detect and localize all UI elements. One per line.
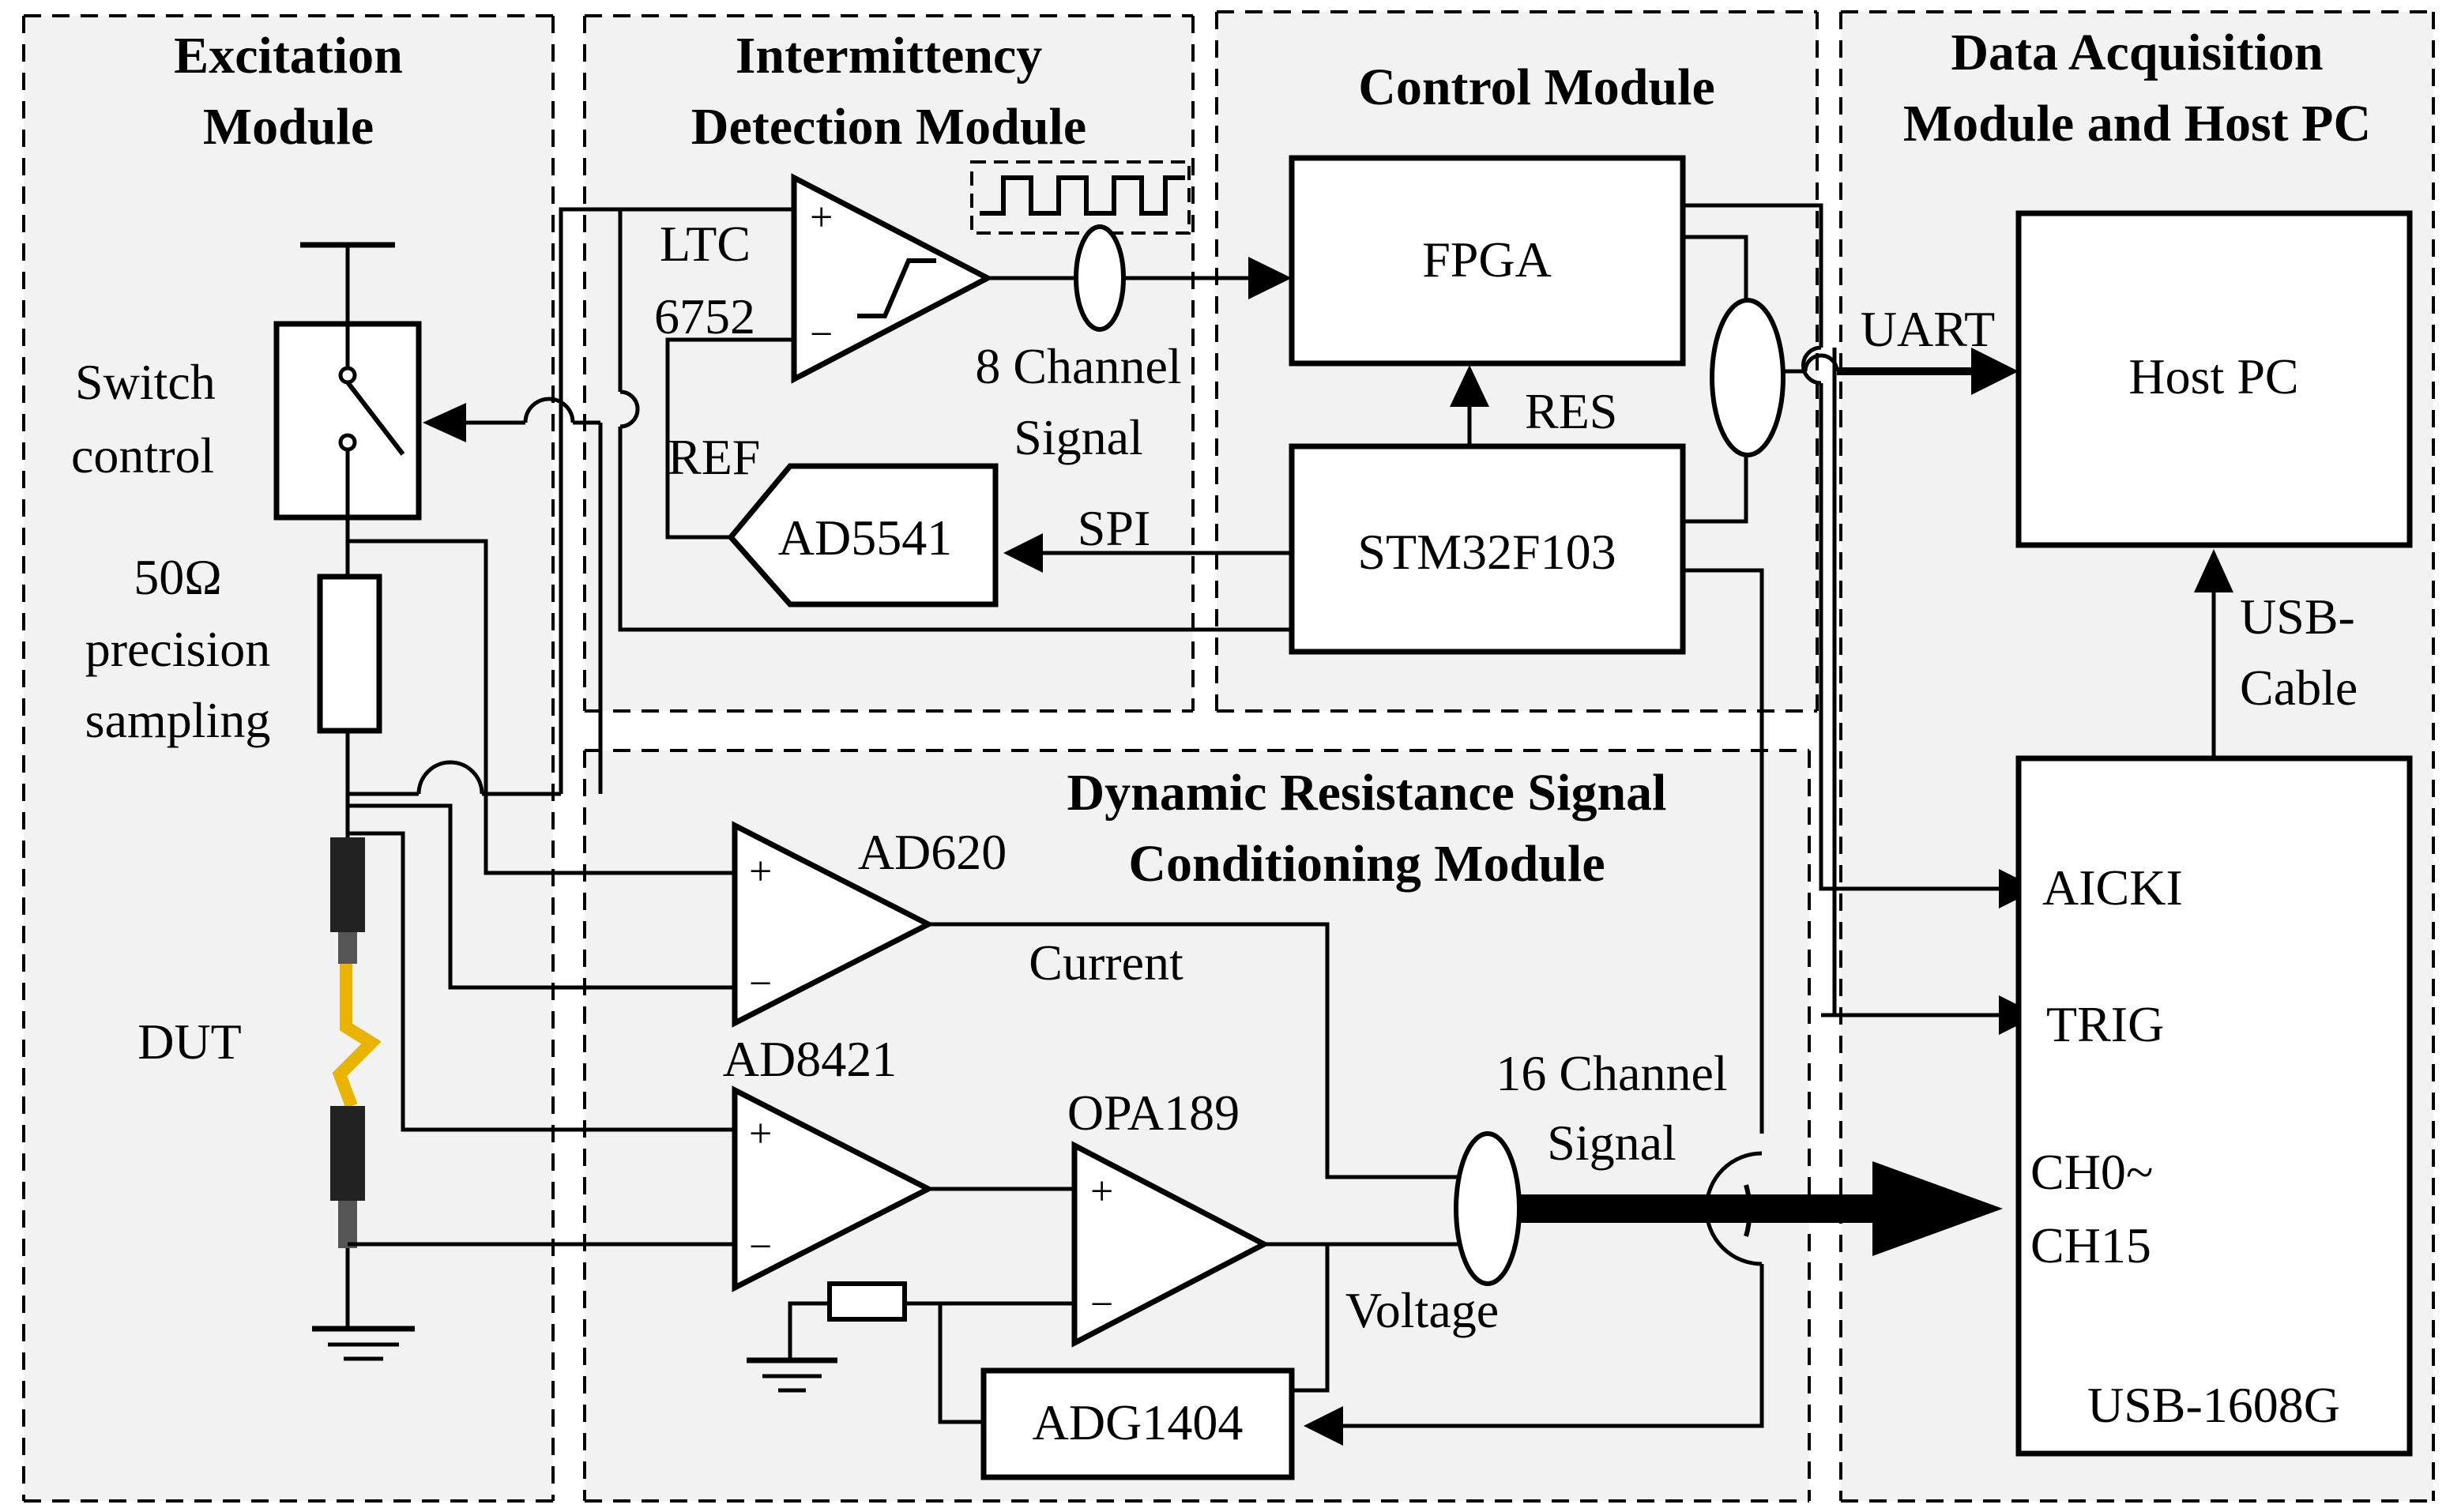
ad5541-dac bbox=[727, 463, 999, 607]
arrow-res bbox=[1450, 365, 1489, 407]
daq-module-title-2: Module and Host PC bbox=[1903, 95, 2371, 152]
intermittency-module-title-1: Intermittency bbox=[736, 27, 1043, 85]
resistor-label-2: precision bbox=[85, 621, 271, 677]
ad8421-plus: + bbox=[749, 1111, 772, 1157]
stm32-label: STM32F103 bbox=[1357, 524, 1616, 580]
intermittency-circuit: + − LTC 6752 REF AD5541 8 Channel Signal… bbox=[654, 160, 1292, 607]
arrow-spi bbox=[1003, 533, 1043, 573]
excitation-module-panel bbox=[24, 16, 553, 1501]
host-pc-label: Host PC bbox=[2128, 348, 2298, 404]
dut-label: DUT bbox=[137, 1014, 242, 1070]
daq-module-title-1: Data Acquisition bbox=[1951, 24, 2323, 81]
usb-1608g-block bbox=[2015, 755, 2413, 1457]
pulse-waveform-box bbox=[970, 160, 1191, 235]
fpga-label: FPGA bbox=[1422, 231, 1552, 288]
arrow-16-channel-bus bbox=[1872, 1161, 2003, 1256]
conditioning-circuit: + − AD620 Current + − AD8421 + − OPA189 … bbox=[723, 821, 2003, 1480]
ltc-label-2: 6752 bbox=[654, 288, 755, 344]
opa189-amplifier bbox=[1071, 1141, 1270, 1348]
arrow-to-switch bbox=[423, 403, 466, 442]
voltage-label: Voltage bbox=[1345, 1282, 1499, 1338]
ad620-plus: + bbox=[749, 849, 772, 894]
module-headings: Excitation Module Intermittency Detectio… bbox=[174, 24, 2371, 893]
switch-contact-top bbox=[338, 366, 357, 385]
bus-16-channel-marker bbox=[1454, 1131, 1522, 1286]
excitation-module-title-1: Excitation bbox=[174, 27, 403, 85]
fpga-block bbox=[1289, 155, 1686, 367]
resistor-label-1: 50Ω bbox=[134, 549, 222, 605]
ltc6752-comparator bbox=[791, 173, 994, 384]
opa189-plus: + bbox=[1090, 1169, 1113, 1214]
adg1404-block bbox=[980, 1367, 1295, 1480]
sampling-resistor bbox=[317, 574, 382, 734]
dut-connector-image bbox=[330, 837, 382, 1248]
eight-channel-label-1: 8 Channel bbox=[975, 338, 1181, 394]
control-module-title: Control Module bbox=[1358, 58, 1715, 116]
ad8421-amplifier bbox=[732, 1085, 935, 1292]
switch-control-label-1: Switch bbox=[75, 354, 216, 410]
arrow-uart bbox=[1971, 348, 2019, 395]
usb-cable-label-1: USB- bbox=[2240, 589, 2355, 645]
uart-label: UART bbox=[1861, 301, 1995, 357]
conditioning-module-title-1: Dynamic Resistance Signal bbox=[1067, 764, 1667, 822]
arrow-to-adg1404 bbox=[1304, 1406, 1343, 1446]
control-circuit: FPGA STM32F103 RES bbox=[423, 155, 2038, 1446]
switch-contact-bottom bbox=[338, 433, 357, 452]
switch-control-label-2: control bbox=[71, 427, 214, 483]
sixteen-channel-label-1: 16 Channel bbox=[1496, 1045, 1727, 1101]
ad620-minus: − bbox=[749, 961, 772, 1006]
res-label: RES bbox=[1525, 383, 1617, 439]
ad620-amplifier bbox=[732, 821, 935, 1028]
excitation-module-title-2: Module bbox=[203, 98, 374, 156]
bus-8-channel-marker bbox=[1074, 224, 1126, 332]
resistor-label-3: sampling bbox=[85, 692, 271, 748]
intermittency-module-title-2: Detection Module bbox=[691, 98, 1086, 156]
opa189-minus: − bbox=[1090, 1282, 1113, 1327]
arrow-to-fpga bbox=[1248, 257, 1292, 299]
gain-resistor bbox=[827, 1281, 907, 1322]
ad8421-label: AD8421 bbox=[723, 1031, 897, 1087]
usb1608-label: USB-1608G bbox=[2087, 1377, 2340, 1433]
ch-label-2: CH15 bbox=[2030, 1217, 2151, 1273]
ltc-minus: − bbox=[810, 312, 833, 357]
adg1404-label: ADG1404 bbox=[1033, 1394, 1244, 1450]
ltc-label-1: LTC bbox=[660, 216, 751, 272]
daq-circuit: Host PC USB- Cable AICKI TRIG CH0~ CH15 … bbox=[2015, 210, 2413, 1457]
ad8421-minus: − bbox=[749, 1224, 772, 1269]
arrow-usb-cable bbox=[2194, 549, 2233, 592]
aicki-label: AICKI bbox=[2042, 859, 2183, 916]
host-pc-block bbox=[2015, 210, 2413, 548]
uart-bus-marker bbox=[1710, 298, 1786, 457]
spi-label: SPI bbox=[1078, 500, 1151, 556]
usb-cable-label-2: Cable bbox=[2240, 660, 2358, 716]
conditioning-module-title-2: Conditioning Module bbox=[1128, 835, 1605, 893]
trig-label: TRIG bbox=[2046, 996, 2164, 1052]
ch-label-1: CH0~ bbox=[2030, 1144, 2154, 1200]
ad620-label: AD620 bbox=[858, 824, 1007, 880]
eight-channel-label-2: Signal bbox=[1014, 409, 1143, 465]
ref-label: REF bbox=[668, 429, 760, 485]
excitation-circuit: Switch control 50Ω precision sampling DU… bbox=[71, 242, 735, 1361]
current-label: Current bbox=[1029, 935, 1183, 991]
sixteen-channel-label-2: Signal bbox=[1547, 1115, 1676, 1171]
ltc-plus: + bbox=[810, 195, 833, 240]
ad5541-label: AD5541 bbox=[778, 510, 952, 566]
stm32-block bbox=[1289, 443, 1686, 655]
opa189-label: OPA189 bbox=[1067, 1085, 1240, 1141]
